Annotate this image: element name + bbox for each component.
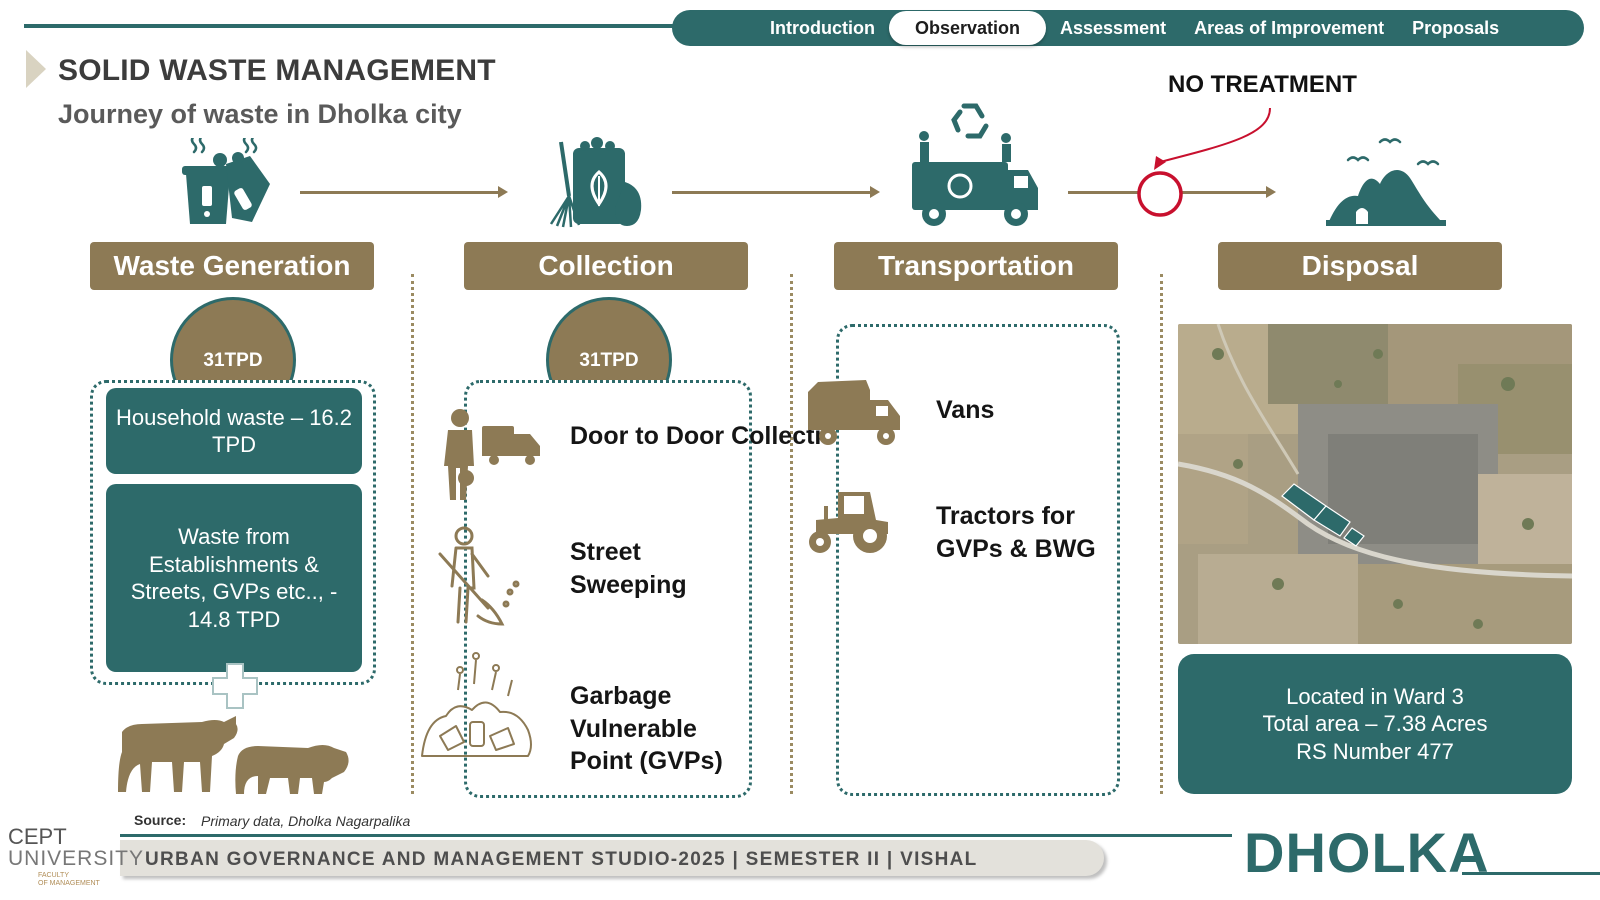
university-logo-text: UNIVERSITY (8, 847, 145, 870)
garbage-pile-icon (421, 652, 532, 757)
column-divider (1160, 274, 1163, 794)
disposal-ward: Located in Ward 3 (1286, 683, 1464, 709)
recycling-truck-icon (912, 103, 1038, 226)
tractors-label: Tractors for GVPs & BWG (936, 502, 1096, 563)
no-treatment-label: NO TREATMENT (1168, 71, 1357, 98)
footer-bar (120, 840, 1104, 876)
tab-introduction[interactable]: Introduction (770, 18, 875, 38)
waste-bin-icon (182, 138, 270, 224)
header-rule (24, 24, 674, 28)
page-title: SOLID WASTE MANAGEMENT (58, 54, 496, 87)
page-subtitle: Journey of waste in Dholka city (58, 99, 462, 129)
flow-arrow-2 (672, 191, 872, 194)
title-marker-icon (26, 50, 46, 88)
cept-logo-text: CEPT (8, 824, 67, 849)
gvp-label: Garbage Vulnerable Point (GVPs) (570, 682, 723, 775)
stage-waste-generation: Waste Generation (90, 242, 374, 290)
tab-assessment[interactable]: Assessment (1060, 18, 1167, 38)
tab-proposals[interactable]: Proposals (1412, 18, 1500, 38)
faculty-line: FACULTY (38, 872, 69, 879)
stage-transportation: Transportation (834, 242, 1118, 290)
disposal-rs-number: RS Number 477 (1296, 738, 1454, 764)
no-treatment-marker-icon (1137, 107, 1271, 217)
cattle-icon (118, 716, 349, 794)
disposal-area: Total area – 7.38 Acres (1262, 711, 1488, 737)
flow-arrow-head-icon (870, 186, 880, 198)
footer-studio-text: URBAN GOVERNANCE AND MANAGEMENT STUDIO-2… (145, 849, 978, 870)
collection-amount: 31TPD (579, 350, 639, 371)
street-sweeper-icon (438, 526, 520, 626)
stage-collection: Collection (464, 242, 748, 290)
flow-arrow-head-icon (498, 186, 508, 198)
city-name: DHOLKA (1244, 821, 1490, 884)
tab-observation[interactable]: Observation (888, 11, 1047, 45)
collection-bag-broom-icon (549, 137, 642, 228)
column-divider (790, 274, 793, 794)
flow-arrow-1 (300, 191, 500, 194)
stage-disposal: Disposal (1218, 242, 1502, 290)
faculty-logo-text: FACULTY OF MANAGEMENT (38, 872, 118, 887)
generation-amount: 31TPD (203, 350, 263, 371)
street-sweeping-label: Street Sweeping (570, 538, 687, 599)
plus-icon (212, 663, 258, 709)
establishment-waste-box: Waste from Establishments & Streets, GVP… (106, 484, 362, 672)
column-divider (411, 274, 414, 794)
vans-label: Vans (936, 396, 995, 424)
section-nav: Introduction Observation Assessment Area… (672, 10, 1584, 46)
tab-areas-of-improvement[interactable]: Areas of Improvement (1194, 18, 1385, 38)
footer-rule (120, 834, 1232, 837)
city-underline (1462, 872, 1600, 875)
flow-arrow-head-icon (1266, 186, 1276, 198)
household-waste-box: Household waste – 16.2 TPD (106, 388, 362, 474)
landfill-dump-icon (1326, 138, 1446, 226)
disposal-info-box: Located in Ward 3 Total area – 7.38 Acre… (1178, 654, 1572, 794)
van-icon (808, 380, 900, 445)
disposal-site-aerial-map (1178, 324, 1572, 644)
collection-panel (464, 380, 752, 798)
management-line: OF MANAGEMENT (38, 879, 100, 887)
tractor-icon (809, 492, 888, 553)
source-value: Primary data, Dholka Nagarpalika (201, 813, 411, 829)
door-to-door-worker-icon (444, 409, 540, 500)
door-to-door-label: Door to Door Collection (570, 422, 852, 450)
source-label: Source: (134, 812, 187, 828)
